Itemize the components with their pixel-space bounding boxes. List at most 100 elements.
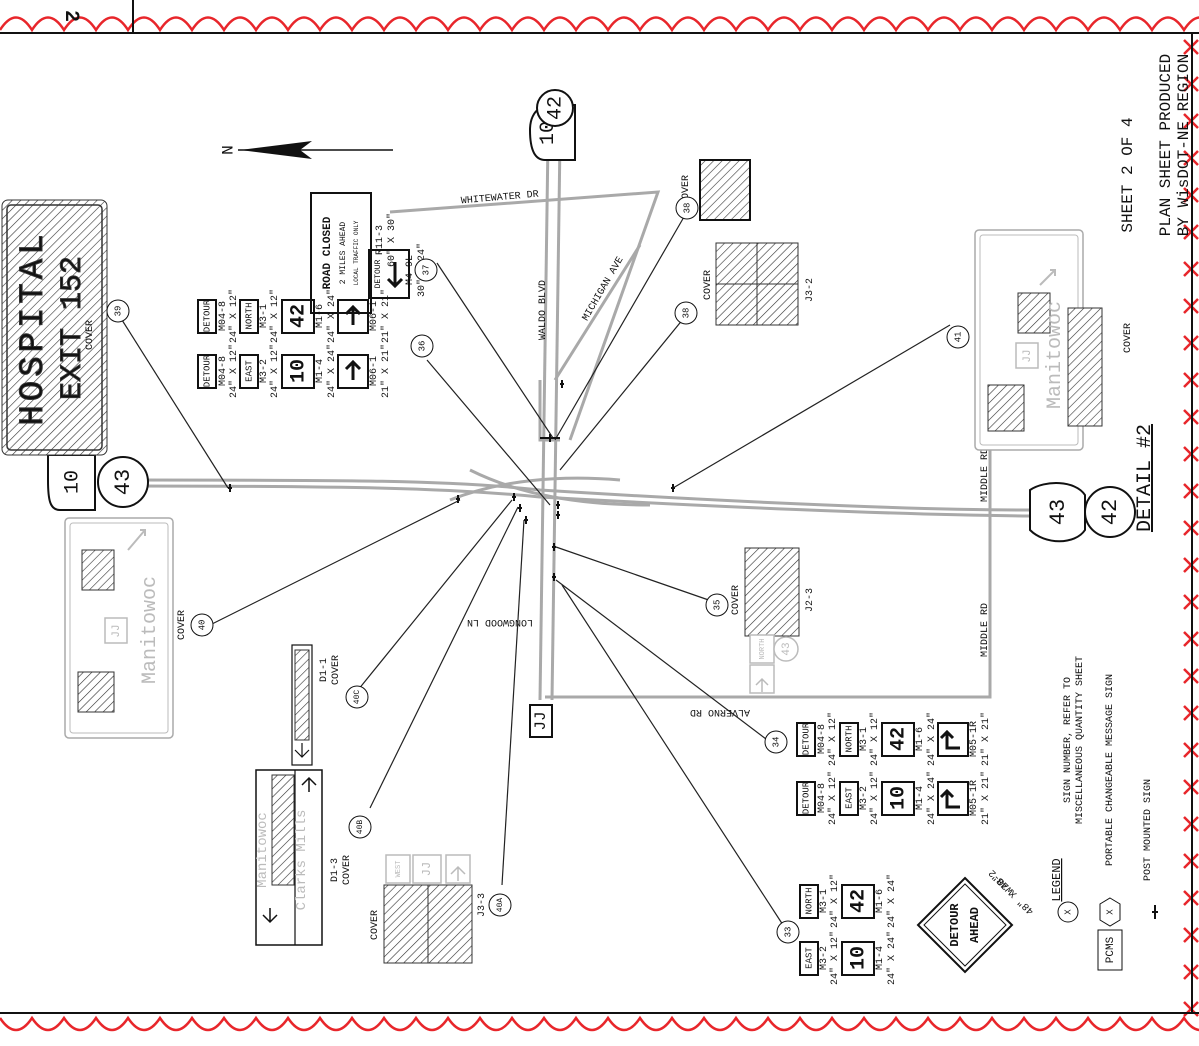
svg-text:42: 42 — [847, 889, 870, 913]
svg-text:M04-8: M04-8 — [218, 356, 229, 386]
label-d1-1-cover: COVER — [331, 655, 342, 685]
road-network — [114, 139, 1031, 701]
right-cover-label: COVER — [1123, 323, 1134, 353]
svg-text:40A: 40A — [496, 898, 505, 913]
us-shield-42-north: 42 — [536, 89, 574, 127]
us-shield-43-east: 43 — [1029, 482, 1086, 543]
svg-text:Manitowoc: Manitowoc — [255, 812, 271, 888]
svg-text:60" X 30": 60" X 30" — [386, 213, 398, 267]
road-label-alverno: ALVERNO RD — [690, 706, 750, 717]
svg-text:MISCELLANEOUS QUANTITY SHEET: MISCELLANEOUS QUANTITY SHEET — [1075, 656, 1086, 824]
label-cover-39: COVER — [85, 320, 96, 350]
svg-text:M1-4: M1-4 — [875, 946, 886, 970]
cover-box-35: NORTH 43 — [744, 547, 800, 694]
detail-title: DETAIL #2 — [1134, 424, 1157, 532]
cover-box-38b — [715, 242, 799, 326]
svg-text:M06-1: M06-1 — [369, 356, 380, 386]
produced-line-1: PLAN SHEET PRODUCED — [1157, 54, 1175, 236]
label-cover-40: COVER — [177, 610, 188, 640]
callout-40a: 40A — [488, 893, 512, 917]
svg-text:EXIT 152: EXIT 152 — [56, 256, 90, 400]
svg-text:M06-1: M06-1 — [369, 301, 380, 331]
svg-text:24" X 12": 24" X 12" — [827, 712, 839, 766]
svg-text:DETOUR: DETOUR — [801, 781, 811, 814]
north-arrow-label: N — [217, 145, 235, 155]
svg-text:NORTH: NORTH — [804, 887, 814, 914]
callout-36: 36 — [410, 334, 434, 358]
svg-text:Clarks Mills: Clarks Mills — [294, 810, 310, 911]
svg-text:NORTH: NORTH — [759, 638, 767, 659]
leader-lines — [121, 209, 951, 926]
legend: LEGEND X SIGN NUMBER, REFER TO MISCELLAN… — [1050, 656, 1158, 971]
callout-38b: 38 — [674, 301, 698, 325]
svg-text:41: 41 — [953, 332, 963, 343]
svg-text:M3-1: M3-1 — [819, 889, 830, 913]
svg-text:M3-2: M3-2 — [259, 359, 270, 383]
svg-text:24" X 12": 24" X 12" — [269, 289, 281, 343]
sheet-count: SHEET 2 OF 4 — [1119, 117, 1137, 232]
svg-text:40: 40 — [197, 620, 207, 631]
county-shield-jj: JJ — [529, 704, 553, 738]
svg-text:35: 35 — [712, 600, 722, 611]
callout-38a: 38 — [675, 196, 699, 220]
svg-text:42: 42 — [887, 727, 910, 751]
svg-text:33: 33 — [783, 927, 793, 938]
svg-text:24" X 24": 24" X 24" — [886, 931, 898, 985]
svg-text:24" X 24": 24" X 24" — [926, 712, 938, 766]
svg-text:M1-6: M1-6 — [315, 304, 326, 328]
callout-35: 35 — [705, 593, 729, 617]
svg-text:LOCAL TRAFFIC ONLY: LOCAL TRAFFIC ONLY — [353, 220, 360, 285]
svg-text:M4-9L: M4-9L — [405, 255, 416, 285]
svg-text:EAST: EAST — [244, 360, 254, 382]
svg-text:42: 42 — [544, 96, 567, 120]
callout-40b: 40B — [348, 815, 372, 839]
svg-text:EAST: EAST — [804, 947, 814, 969]
label-j3-3: J3-3 — [477, 893, 488, 917]
road-label-waldo: WALDO BLVD — [538, 280, 549, 340]
road-label-longwood: LONGWOOD LN — [467, 616, 533, 627]
svg-text:DETOUR: DETOUR — [374, 259, 383, 288]
svg-text:M3-2: M3-2 — [859, 786, 870, 810]
svg-text:JJ: JJ — [420, 862, 434, 876]
clarks-mills-guide-sign: Manitowoc Clarks Mills — [255, 769, 323, 946]
label-cover-38b: COVER — [703, 270, 714, 300]
sign-assembly-34: DETOUR M04-8 24" X 12" NORTH M3-1 24" X … — [796, 712, 992, 825]
svg-text:24" X 12": 24" X 12" — [829, 874, 841, 928]
svg-text:10: 10 — [287, 359, 310, 383]
svg-text:37: 37 — [421, 265, 431, 276]
sign-assembly-37: ROAD CLOSED 2 MILES AHEAD LOCAL TRAFFIC … — [310, 192, 428, 314]
svg-text:10: 10 — [847, 946, 870, 970]
legend-title: LEGEND — [1050, 858, 1064, 901]
produced-line-2: BY WisDOT-NE REGION — [1175, 54, 1193, 236]
svg-text:PCMS: PCMS — [1105, 936, 1117, 963]
svg-text:10: 10 — [61, 470, 84, 494]
top-scallop-border — [0, 16, 1199, 33]
svg-text:24" X 12": 24" X 12" — [269, 344, 281, 398]
bottom-scallop-border — [0, 1015, 1199, 1032]
svg-text:M04-8: M04-8 — [817, 783, 828, 813]
callout-37: 37 — [414, 258, 438, 282]
svg-text:JJ: JJ — [1022, 349, 1034, 362]
svg-text:ROAD CLOSED: ROAD CLOSED — [322, 216, 334, 289]
svg-text:DETOUR: DETOUR — [202, 299, 212, 332]
svg-text:21" X 21": 21" X 21" — [980, 771, 992, 825]
label-cover-38a: COVER — [681, 175, 692, 205]
svg-text:AHEAD: AHEAD — [968, 907, 982, 943]
svg-text:HOSPITAL: HOSPITAL — [15, 230, 53, 425]
svg-text:24" X 12": 24" X 12" — [829, 931, 841, 985]
svg-text:24" X 24": 24" X 24" — [326, 344, 338, 398]
svg-text:24" X 12": 24" X 12" — [228, 344, 240, 398]
callout-40c: 40C — [345, 685, 369, 709]
svg-text:SIGN NUMBER, REFER TO: SIGN NUMBER, REFER TO — [1063, 677, 1074, 803]
svg-text:M04-8: M04-8 — [817, 724, 828, 754]
svg-text:NORTH: NORTH — [244, 302, 254, 329]
manitowoc-guide-sign-left: Manitowoc JJ — [64, 517, 174, 739]
sign-number-callouts: 39 37 36 38 38 41 40 40C 40B 40A 35 34 3… — [106, 196, 970, 944]
svg-text:24" X 12": 24" X 12" — [228, 289, 240, 343]
svg-text:21" X 21": 21" X 21" — [980, 712, 992, 766]
svg-text:DETOUR: DETOUR — [202, 354, 212, 387]
svg-text:EAST: EAST — [844, 787, 854, 809]
cover-box-40a: WEST JJ — [383, 854, 473, 964]
svg-text:24" X 12": 24" X 12" — [869, 712, 881, 766]
